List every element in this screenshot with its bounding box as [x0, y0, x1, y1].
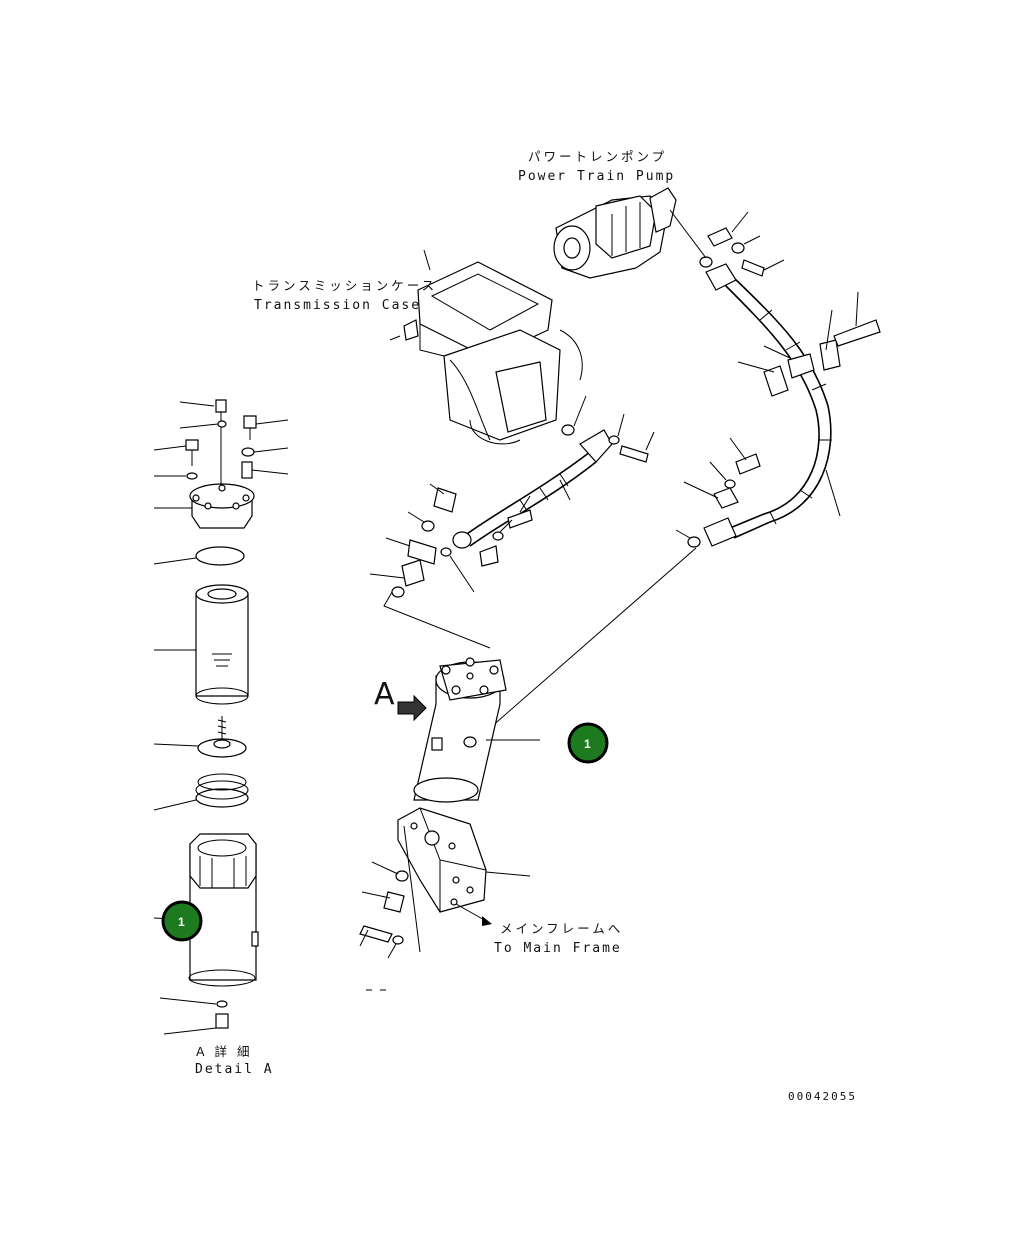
svg-text:1: 1 [178, 915, 185, 929]
detail-a-label-en: Detail A [195, 1062, 274, 1077]
detail-a-exploded [153, 399, 289, 1035]
hose-transmission [452, 429, 613, 549]
pump-fittings [669, 209, 785, 277]
drawing-number: 00042055 [788, 1090, 857, 1103]
svg-text:1: 1 [584, 737, 591, 751]
hose-fittings-right [489, 437, 761, 729]
power-train-pump [553, 187, 677, 279]
o-ring [561, 424, 575, 436]
to-main-frame-label-jp: メインフレームへ [500, 921, 623, 936]
callout-detail[interactable]: 1 [161, 900, 203, 942]
main-filter-assembly [413, 657, 540, 803]
view-arrow-icon [397, 694, 427, 722]
detail-a-label-jp: A 詳 細 [196, 1044, 253, 1059]
power-train-pump-label-en: Power Train Pump [518, 169, 675, 184]
bracket [397, 807, 531, 926]
power-train-pump-label-jp: パワートレンポンプ [528, 149, 667, 164]
transmission-case-label-en: Transmission Case [254, 298, 421, 313]
to-main-frame-label-en: To Main Frame [494, 941, 622, 956]
bracket-fittings [359, 825, 421, 991]
hose-fittings-left [369, 413, 655, 649]
transmission-case [389, 249, 583, 445]
callout-main[interactable]: 1 [567, 722, 609, 764]
view-letter: A [374, 677, 395, 712]
hose-pump [703, 263, 841, 547]
transmission-case-label-jp: トランスミッションケース [252, 278, 437, 293]
hose-clamp [737, 291, 881, 397]
